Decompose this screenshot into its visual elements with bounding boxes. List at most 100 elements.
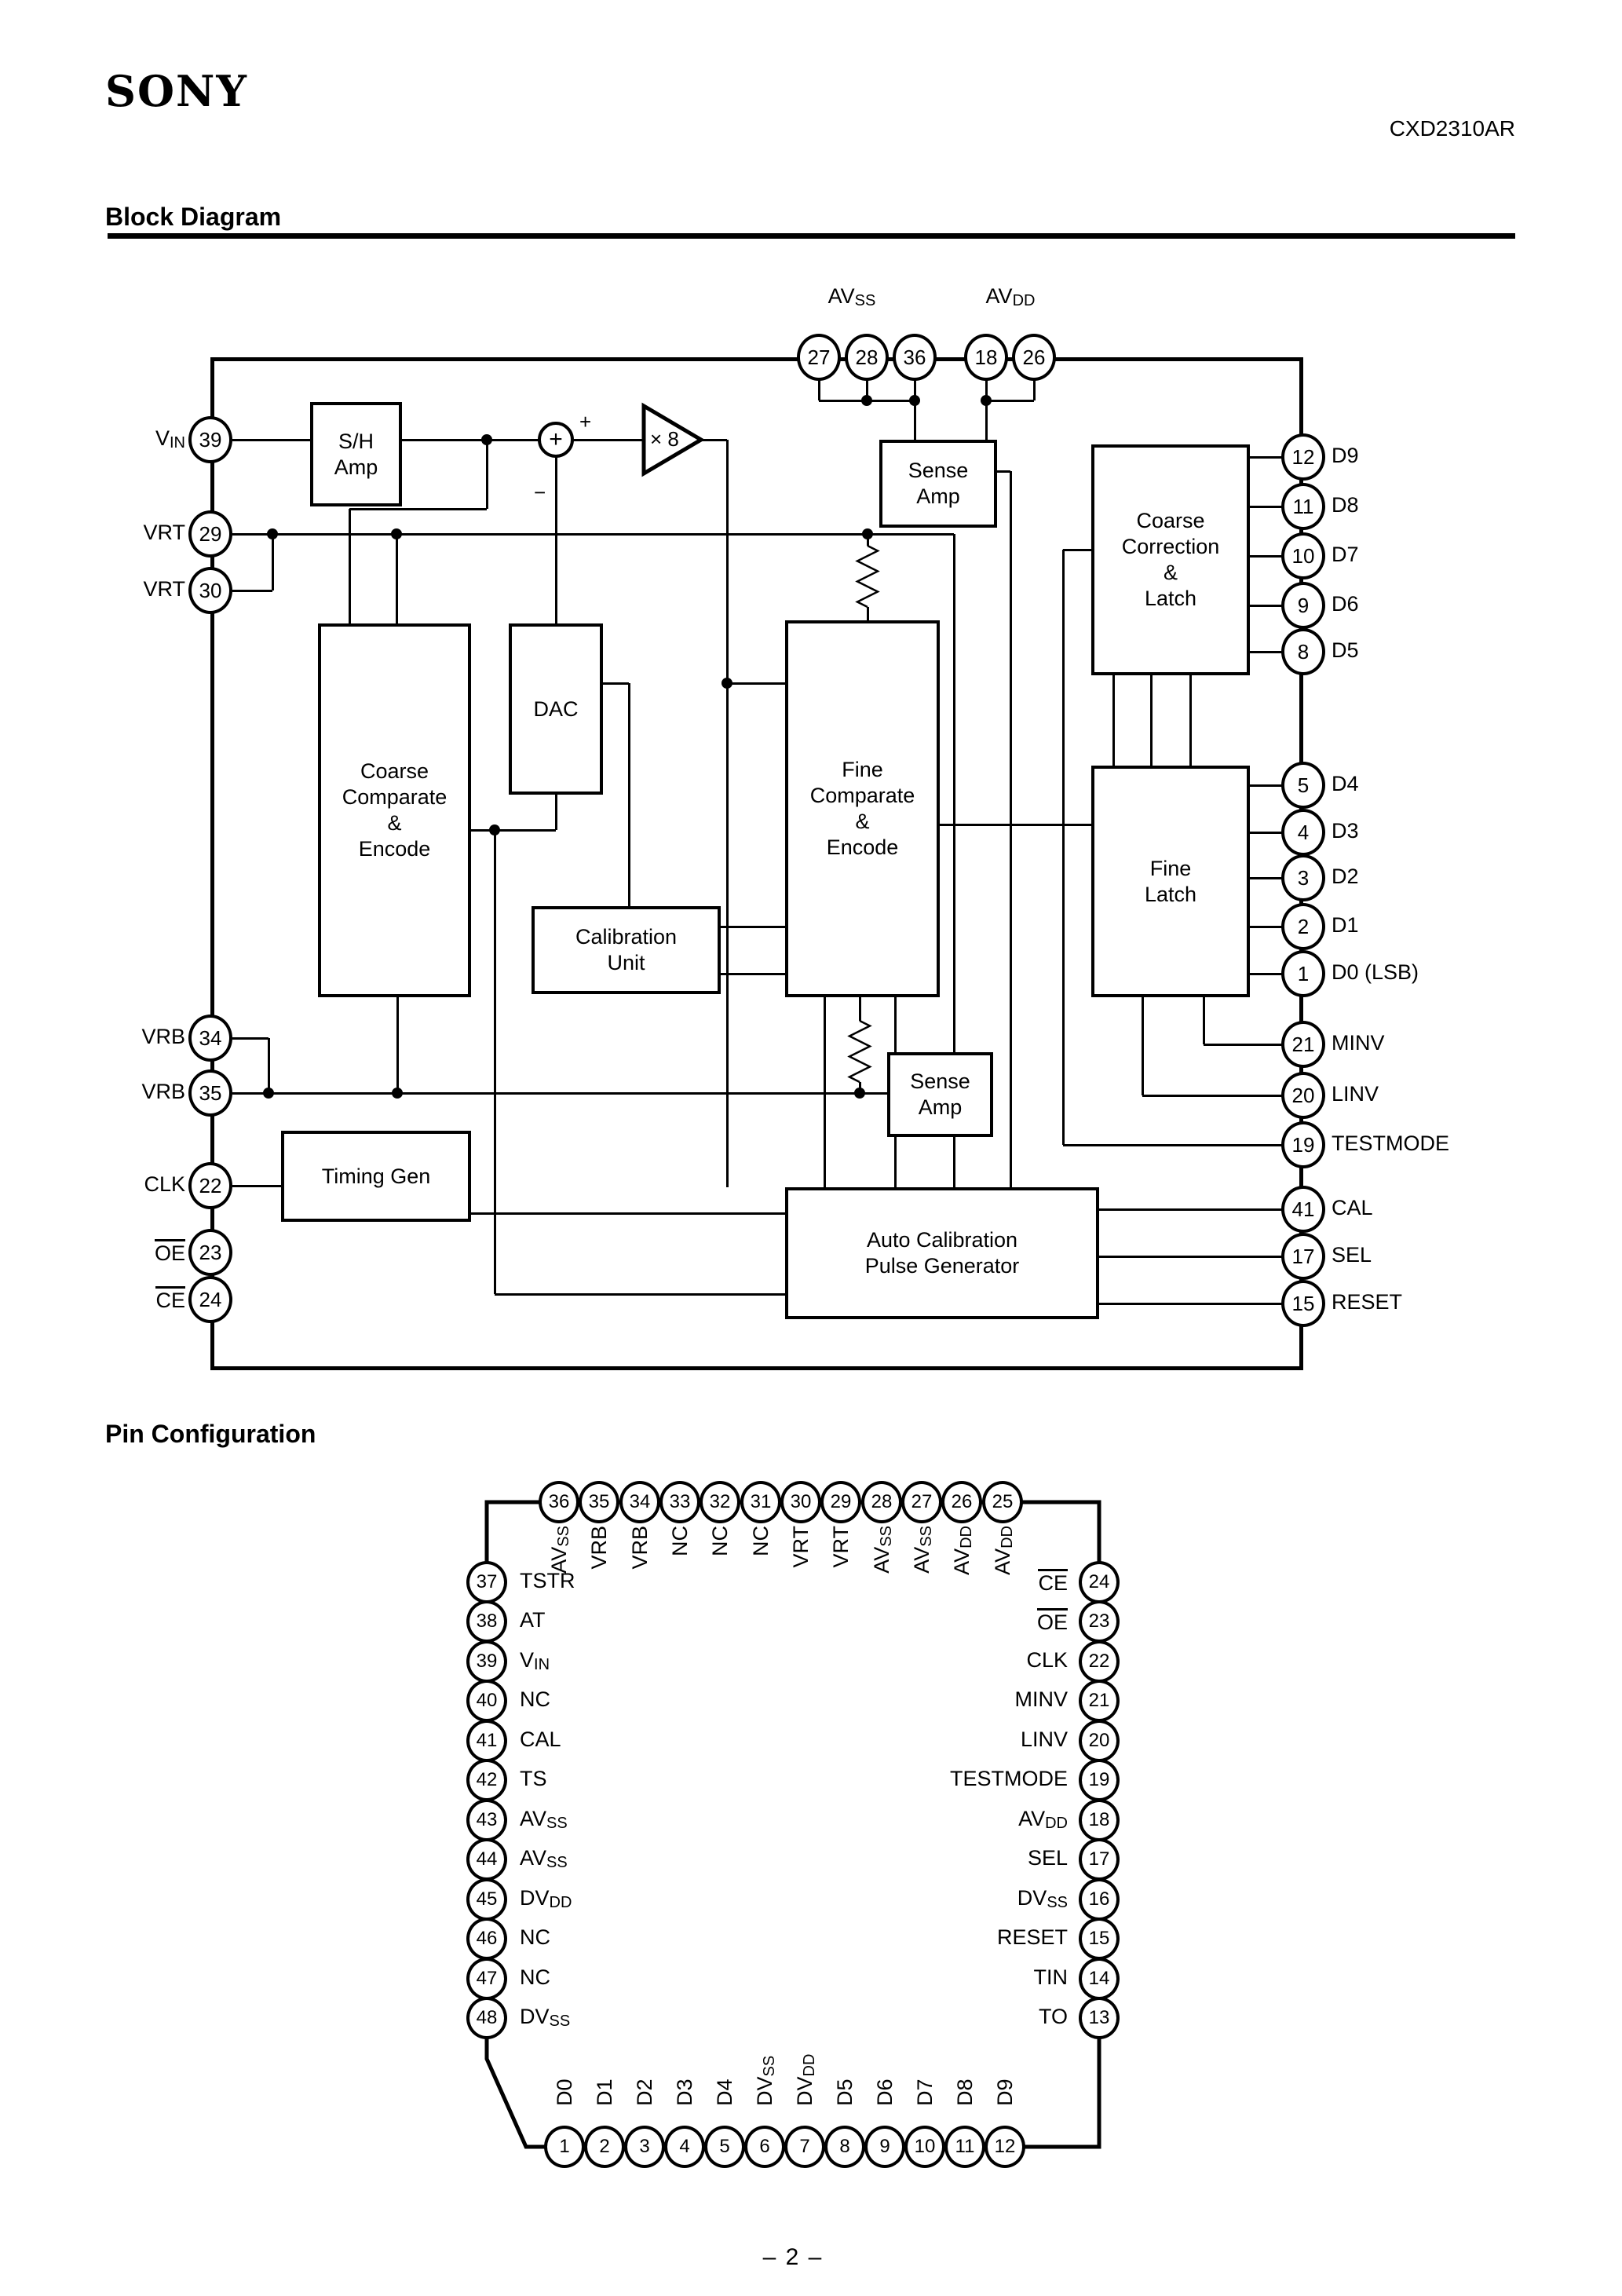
- block-label: Amp: [918, 1095, 963, 1119]
- pc-pin-25: 25: [982, 1481, 1023, 1523]
- pc-pin-label-25: AVDD: [991, 1526, 1016, 1575]
- bd-pin-8: 8: [1281, 628, 1325, 675]
- bd-pin-4: 4: [1281, 809, 1325, 856]
- wire: [485, 440, 488, 509]
- pc-pin-15: 15: [1079, 1918, 1120, 1960]
- junction-dot: [861, 395, 872, 406]
- wire: [627, 683, 630, 906]
- pc-pin-39: 39: [466, 1640, 507, 1683]
- pc-pin-48: 48: [466, 1997, 507, 2039]
- pc-pin-31: 31: [740, 1481, 781, 1523]
- pc-pin-label-14: TIN: [1033, 1965, 1069, 1989]
- pc-pin-40: 40: [466, 1680, 507, 1722]
- bd-pin-label-5: D4: [1332, 772, 1359, 795]
- wire: [817, 378, 820, 400]
- wire: [701, 438, 727, 441]
- wire: [913, 378, 916, 440]
- wire: [1009, 471, 1012, 1187]
- pc-pin-label-15: RESET: [996, 1925, 1068, 1949]
- pc-pin-label-48: DVSS: [520, 2005, 571, 2030]
- wire: [986, 399, 1034, 402]
- pc-pin-30: 30: [780, 1481, 821, 1523]
- wire: [1250, 554, 1284, 558]
- pc-pin-2: 2: [584, 2126, 625, 2168]
- block-label: Fine: [842, 758, 883, 781]
- bd-pin-label-24: CE: [24, 1286, 185, 1313]
- wire: [997, 470, 1010, 473]
- wire: [232, 1184, 281, 1187]
- wire: [1250, 455, 1284, 459]
- wire: [349, 507, 487, 510]
- wire: [1032, 378, 1036, 400]
- pc-pin-29: 29: [820, 1481, 861, 1523]
- pc-pin-3: 3: [624, 2126, 665, 2168]
- block-label: Comparate: [809, 784, 915, 807]
- bd-pin-28: 28: [845, 334, 889, 381]
- x8-amp-label: × 8: [650, 427, 679, 451]
- pc-pin-7: 7: [784, 2126, 825, 2168]
- pc-pin-5: 5: [704, 2126, 745, 2168]
- pc-pin-label-40: NC: [520, 1687, 550, 1711]
- block-label: Latch: [1144, 587, 1197, 610]
- wire: [1250, 925, 1284, 928]
- wire: [1250, 650, 1284, 653]
- pc-pin-20: 20: [1079, 1720, 1120, 1762]
- pc-pin-26: 26: [941, 1481, 982, 1523]
- pc-pin-label-35: VRB: [587, 1526, 611, 1570]
- pc-pin-22: 22: [1079, 1640, 1120, 1683]
- bd-pin-23: 23: [188, 1229, 232, 1276]
- sony-logo: SONY: [105, 66, 248, 116]
- wire: [865, 378, 868, 400]
- pc-pin-label-13: TO: [1038, 2005, 1068, 2028]
- wire: [1112, 675, 1115, 766]
- pc-pin-label-47: NC: [520, 1965, 550, 1989]
- block-dac: DAC: [509, 623, 603, 795]
- wire: [554, 455, 557, 623]
- bd-pin-30: 30: [188, 567, 232, 614]
- pc-pin-23: 23: [1079, 1600, 1120, 1643]
- pc-pin-label-30: VRT: [789, 1526, 813, 1568]
- junction-dot: [391, 528, 402, 539]
- wire: [1250, 604, 1284, 607]
- block-label: Sense: [910, 1069, 970, 1093]
- bd-pin-label-19: TESTMODE: [1332, 1132, 1450, 1155]
- block-diagram-title: Block Diagram: [105, 203, 282, 231]
- pc-pin-28: 28: [861, 1481, 902, 1523]
- wire: [823, 997, 826, 1187]
- wire: [1141, 997, 1144, 1095]
- wire: [471, 1212, 785, 1215]
- block-label: Comparate: [342, 785, 448, 809]
- wire: [603, 682, 629, 685]
- wire: [1204, 1043, 1284, 1046]
- bd-pin-label-17: SEL: [1332, 1243, 1372, 1267]
- bd-pin-36: 36: [893, 334, 937, 381]
- wire: [1250, 831, 1284, 834]
- wire: [866, 607, 869, 620]
- pc-pin-label-1: D0: [553, 2078, 576, 2106]
- pc-pin-label-38: AT: [520, 1608, 546, 1632]
- junction-dot: [267, 528, 278, 539]
- pc-pin-19: 19: [1079, 1759, 1120, 1801]
- wire: [1063, 1143, 1284, 1146]
- pc-pin-label-37: TSTR: [520, 1569, 575, 1592]
- pc-pin-9: 9: [864, 2126, 905, 2168]
- pc-pin-label-19: TESTMODE: [949, 1767, 1068, 1790]
- wire: [952, 534, 955, 1187]
- pc-pin-6: 6: [744, 2126, 785, 2168]
- wire: [1142, 1094, 1284, 1097]
- block-label: Latch: [1144, 882, 1197, 906]
- minus-sign: −: [534, 481, 546, 504]
- bd-pin-29: 29: [188, 510, 232, 558]
- junction-dot: [981, 395, 992, 406]
- pc-pin-36: 36: [539, 1481, 579, 1523]
- pc-pin-label-21: MINV: [1014, 1687, 1069, 1711]
- wire: [232, 589, 272, 592]
- bd-pin-label-9: D6: [1332, 592, 1359, 616]
- pc-pin-18: 18: [1079, 1799, 1120, 1841]
- pc-pin-4: 4: [664, 2126, 705, 2168]
- pc-pin-12: 12: [985, 2126, 1025, 2168]
- wire: [402, 438, 541, 441]
- wire: [396, 997, 399, 1093]
